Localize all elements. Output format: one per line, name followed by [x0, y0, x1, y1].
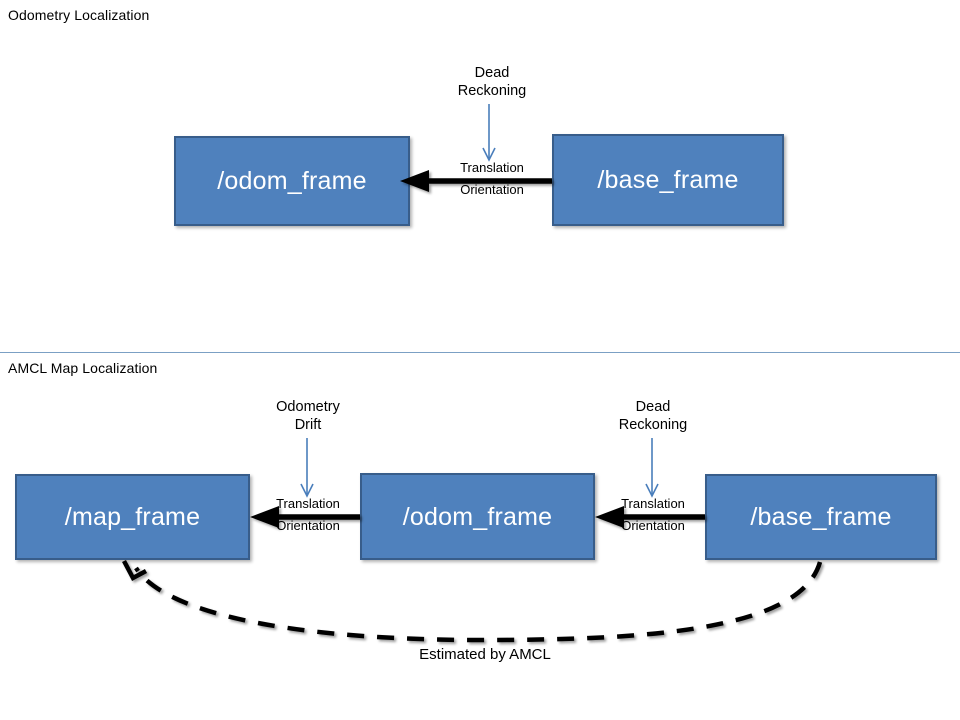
- section-divider: [0, 352, 960, 353]
- feedback-dashed-curve: [122, 559, 823, 643]
- annotation-arrow-dead-reckoning-top: [482, 104, 496, 162]
- annotation-line-1: Dead: [474, 65, 510, 81]
- box-base-frame-top[interactable]: /base_frame: [552, 134, 784, 226]
- edge-label-translation-top: Translation: [460, 160, 524, 175]
- annotation-odometry-drift: Odometry Drift: [228, 398, 388, 434]
- box-label: /base_frame: [597, 166, 739, 194]
- section-title-amcl-map-localization: AMCL Map Localization: [8, 360, 158, 376]
- edge-label-orientation-top: Orientation: [460, 182, 524, 197]
- box-map-frame[interactable]: /map_frame: [15, 474, 250, 560]
- box-odom-frame-bottom[interactable]: /odom_frame: [360, 473, 595, 560]
- box-base-frame-bottom[interactable]: /base_frame: [705, 474, 937, 560]
- box-odom-frame-top[interactable]: /odom_frame: [174, 136, 410, 226]
- edge-label-translation-odom: Translation: [621, 496, 685, 511]
- box-label: /base_frame: [750, 503, 892, 531]
- annotation-line-1: Odometry: [276, 399, 340, 415]
- annotation-line-1: Dead: [635, 399, 671, 415]
- section-title-odometry-localization: Odometry Localization: [8, 7, 150, 23]
- annotation-arrow-dead-reckoning-bottom: [645, 438, 659, 498]
- box-label: /odom_frame: [402, 502, 553, 531]
- edge-label-orientation-map: Orientation: [276, 518, 340, 533]
- edge-label-translation-map: Translation: [276, 496, 340, 511]
- annotation-line-2: Reckoning: [618, 417, 688, 433]
- annotation-line-2: Reckoning: [457, 83, 527, 99]
- annotation-dead-reckoning-bottom: Dead Reckoning: [573, 398, 733, 434]
- annotation-arrow-odometry-drift: [300, 438, 314, 498]
- box-label: /odom_frame: [217, 167, 367, 195]
- feedback-curve-label: Estimated by AMCL: [419, 646, 551, 663]
- annotation-line-2: Drift: [294, 417, 322, 433]
- edge-label-orientation-odom: Orientation: [621, 518, 685, 533]
- box-label: /map_frame: [64, 503, 201, 531]
- annotation-dead-reckoning-top: Dead Reckoning: [412, 64, 572, 100]
